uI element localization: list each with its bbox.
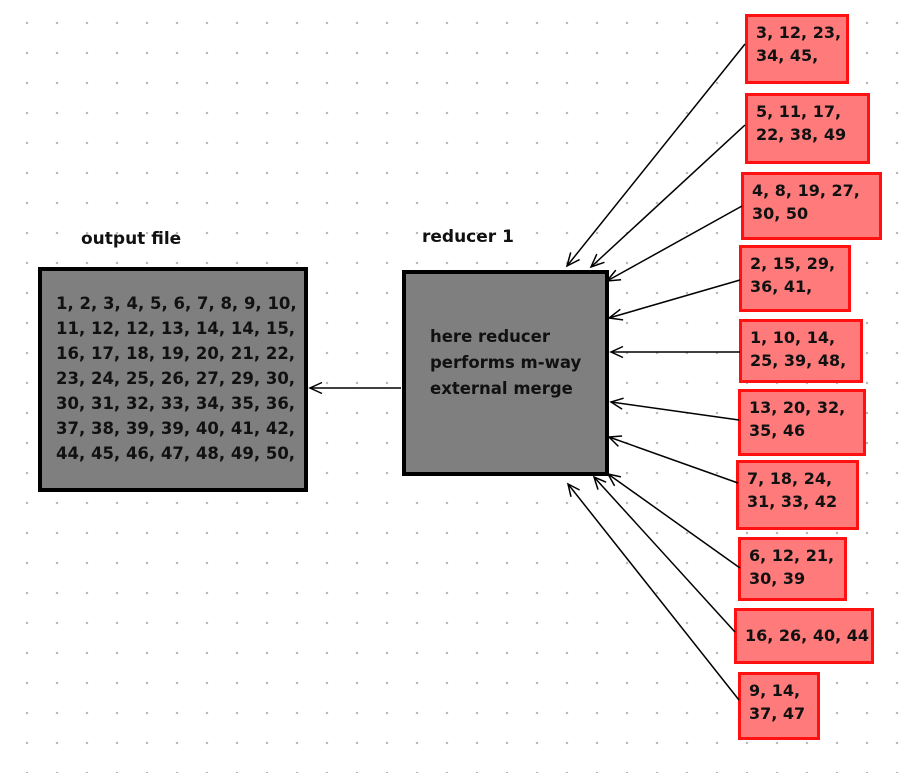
arrow-chunk-4 xyxy=(608,279,741,319)
arrow-chunk-2 xyxy=(590,124,746,268)
reducer-box: here reducer performs m-way external mer… xyxy=(402,270,609,476)
arrow-chunk-8 xyxy=(607,473,741,569)
arrowhead-chunk-4 xyxy=(607,308,624,321)
input-chunk-10: 9, 14, 37, 47 xyxy=(738,672,820,740)
arrowhead-reducer-to-output xyxy=(308,381,323,395)
input-chunk-2: 5, 11, 17, 22, 38, 49 xyxy=(745,93,870,164)
arrowhead-chunk-3 xyxy=(605,269,622,282)
input-chunk-3: 4, 8, 19, 27, 30, 50 xyxy=(741,172,882,240)
output-file-content: 1, 2, 3, 4, 5, 6, 7, 8, 9, 10, 11, 12, 1… xyxy=(56,294,297,463)
arrow-chunk-6 xyxy=(610,401,740,421)
arrowhead-chunk-9 xyxy=(592,475,607,490)
arrow-chunk-9 xyxy=(593,476,736,633)
arrowhead-chunk-5 xyxy=(609,345,624,359)
arrow-chunk-10 xyxy=(567,483,740,701)
reducer-title: reducer 1 xyxy=(422,227,514,247)
arrowhead-chunk-7 xyxy=(607,435,623,447)
input-chunk-9: 16, 26, 40, 44 xyxy=(734,608,874,664)
arrowhead-chunk-8 xyxy=(606,472,622,487)
arrowhead-chunk-2 xyxy=(589,253,605,269)
input-chunk-5: 1, 10, 14, 25, 39, 48, xyxy=(739,319,863,383)
input-chunk-7: 7, 18, 24, 31, 33, 42 xyxy=(736,460,859,530)
output-file-box: 1, 2, 3, 4, 5, 6, 7, 8, 9, 10, 11, 12, 1… xyxy=(38,267,308,492)
input-chunk-8: 6, 12, 21, 30, 39 xyxy=(738,537,847,601)
output-file-title: output file xyxy=(81,229,182,249)
arrow-chunk-1 xyxy=(566,43,746,267)
arrow-chunk-3 xyxy=(606,205,743,282)
input-chunk-6: 13, 20, 32, 35, 46 xyxy=(738,389,866,456)
arrowhead-chunk-6 xyxy=(609,397,624,410)
input-chunk-4: 2, 15, 29, 36, 41, xyxy=(739,245,851,312)
reducer-content: here reducer performs m-way external mer… xyxy=(430,327,582,398)
arrowhead-chunk-1 xyxy=(565,252,580,268)
arrowhead-chunk-10 xyxy=(566,482,580,497)
input-chunk-1: 3, 12, 23, 34, 45, xyxy=(745,14,849,84)
arrow-chunk-7 xyxy=(608,436,739,484)
